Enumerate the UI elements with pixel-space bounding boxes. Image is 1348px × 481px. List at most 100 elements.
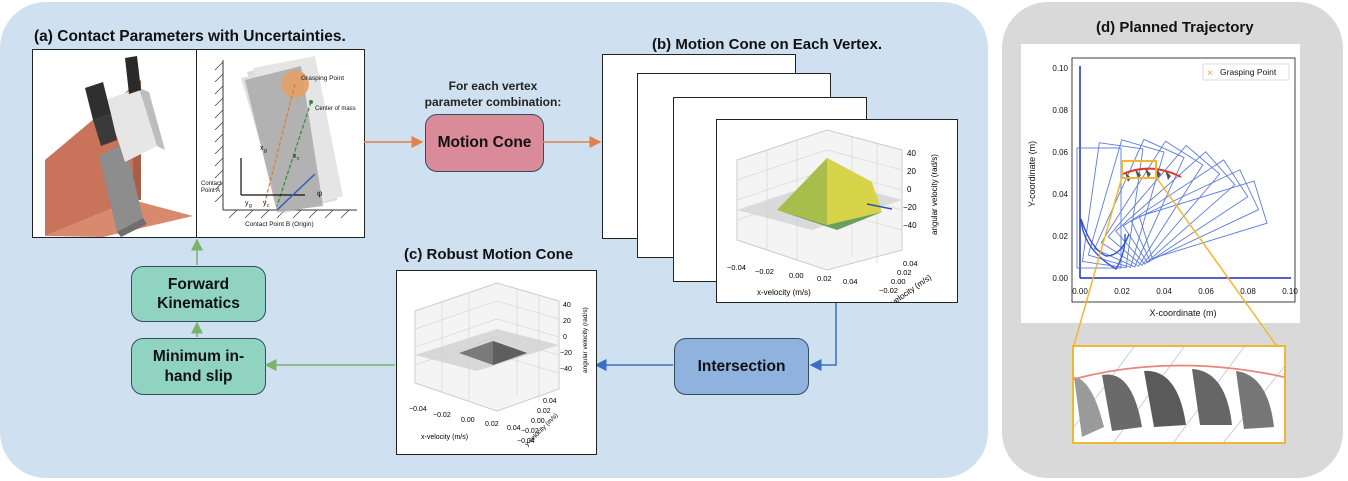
trajectory-legend — [1202, 63, 1290, 81]
svg-text:0.10: 0.10 — [1052, 64, 1068, 73]
svg-text:−0.04: −0.04 — [727, 263, 746, 272]
panel-b-title: (b) Motion Cone on Each Vertex. — [652, 36, 883, 53]
vertex-note: For each vertex parameter combination: — [418, 78, 568, 110]
svg-text:−0.04: −0.04 — [409, 406, 427, 413]
svg-text:x: x — [293, 153, 297, 160]
svg-text:0.02: 0.02 — [1052, 232, 1068, 241]
robust-cone-3d: 40 20 0 −20 −40 angular velocity (rad/s)… — [409, 282, 589, 448]
forward-kinematics-box: Forward Kinematics — [131, 266, 266, 322]
svg-text:−0.02: −0.02 — [433, 412, 451, 419]
object-outline — [1081, 142, 1144, 269]
gripper-3d-render — [45, 56, 193, 237]
object-outline — [1122, 159, 1249, 264]
panel-c-title: (c) Robust Motion Cone — [404, 246, 574, 263]
svg-text:y: y — [245, 200, 249, 207]
object-outline — [1138, 180, 1268, 259]
svg-text:0.02: 0.02 — [485, 421, 499, 428]
svg-text:−20: −20 — [903, 203, 917, 212]
svg-text:0.04: 0.04 — [903, 259, 918, 268]
svg-text:c: c — [267, 203, 270, 209]
object-outline — [1107, 144, 1221, 266]
zoomed-trajectory-detail — [1074, 347, 1284, 442]
robust-cone-plot: 40 20 0 −20 −40 angular velocity (rad/s)… — [396, 270, 597, 455]
panel-d-title: (d) Planned Trajectory — [1096, 19, 1254, 36]
zoomed-trajectory-view — [1072, 345, 1286, 444]
forward-kinematics-label-1: Forward — [167, 275, 230, 293]
grasping-point-label: Grasping Point — [301, 75, 344, 82]
svg-text:0.02: 0.02 — [817, 274, 832, 283]
forward-kinematics-label-2: Kinematics — [157, 295, 240, 312]
svg-text:20: 20 — [563, 318, 571, 325]
panel-a-title: (a) Contact Parameters with Uncertaintie… — [34, 28, 346, 45]
svg-text:0.00: 0.00 — [891, 277, 906, 286]
svg-text:0.02: 0.02 — [1114, 287, 1130, 296]
svg-text:y: y — [263, 200, 267, 207]
svg-text:φ: φ — [317, 189, 322, 198]
vertex-cone-zlabel: angular velocity (rad/s) — [930, 154, 939, 235]
svg-text:g: g — [249, 203, 252, 209]
arrow-to-intersection — [809, 302, 837, 371]
contact-schematic: Grasping Point Center of mass Contact Po… — [201, 56, 357, 228]
vertex-note-line-1: For each vertex — [448, 79, 538, 93]
vertex-note-line-2: parameter combination: — [424, 95, 562, 110]
vertex-cone-3d: 40 20 0 −20 −40 angular velocity (rad/s)… — [727, 129, 939, 302]
object-outline — [1130, 169, 1260, 262]
svg-text:−0.02: −0.02 — [755, 267, 774, 276]
svg-text:0.08: 0.08 — [1052, 106, 1068, 115]
trajectory-plot: × Grasping Point 0.10 0.08 0.06 0.04 0.0… — [1021, 44, 1300, 323]
svg-text:x: x — [260, 145, 264, 152]
svg-text:0.02: 0.02 — [897, 268, 912, 277]
svg-text:0: 0 — [907, 185, 912, 194]
svg-text:0: 0 — [563, 334, 567, 341]
trajectory-xlabel: X-coordinate (m) — [1149, 308, 1216, 318]
svg-text:g: g — [264, 148, 267, 154]
svg-text:0.04: 0.04 — [507, 425, 521, 432]
svg-text:0.00: 0.00 — [1072, 287, 1088, 296]
minimum-slip-label-1: Minimum in- — [152, 348, 245, 366]
svg-text:c: c — [297, 156, 300, 162]
svg-text:−40: −40 — [903, 221, 917, 230]
svg-text:20: 20 — [907, 167, 916, 176]
zoom-highlight-box — [1121, 160, 1157, 179]
svg-text:0.04: 0.04 — [1156, 287, 1172, 296]
motion-cone-box: Motion Cone — [425, 114, 544, 172]
figure-divider — [196, 50, 197, 237]
svg-text:0.00: 0.00 — [789, 271, 804, 280]
svg-text:Point A: Point A — [201, 188, 220, 194]
zoom-connectors — [1073, 176, 1277, 346]
svg-text:0.06: 0.06 — [1052, 148, 1068, 157]
svg-text:0.00: 0.00 — [461, 417, 475, 424]
svg-text:×: × — [1207, 68, 1213, 79]
svg-text:0.00: 0.00 — [531, 418, 545, 425]
minimum-slip-box: Minimum in- hand slip — [131, 338, 266, 395]
svg-text:−0.02: −0.02 — [879, 286, 898, 295]
svg-text:0.04: 0.04 — [843, 277, 858, 286]
vertex-cone-xlabel: x-velocity (m/s) — [757, 288, 811, 297]
contact-parameters-figure: Grasping Point Center of mass Contact Po… — [32, 49, 365, 238]
minimum-slip-label-2: hand slip — [164, 367, 233, 385]
center-of-mass-label: Center of mass — [315, 106, 356, 112]
svg-text:−0.02: −0.02 — [521, 428, 539, 435]
robust-cone-zlabel: angular velocity (rad/s) — [582, 307, 589, 373]
svg-text:−40: −40 — [560, 366, 572, 373]
svg-text:40: 40 — [907, 149, 916, 158]
object-outline — [1100, 140, 1204, 267]
svg-text:0.08: 0.08 — [1240, 287, 1256, 296]
contact-point-b-label: Contact Point B (Origin) — [245, 221, 314, 228]
svg-text:0.10: 0.10 — [1282, 287, 1298, 296]
svg-text:40: 40 — [563, 302, 571, 309]
object-outline — [1093, 138, 1185, 268]
intersection-box: Intersection — [674, 338, 809, 395]
svg-text:0.04: 0.04 — [1052, 190, 1068, 199]
robust-cone-xlabel: x-velocity (m/s) — [421, 434, 468, 441]
svg-text:0.00: 0.00 — [1052, 274, 1068, 283]
svg-text:−20: −20 — [560, 350, 572, 357]
flow-arrows — [191, 136, 837, 371]
contact-point-a-label: Contact — [201, 181, 222, 187]
vertex-cone-plot-main: 40 20 0 −20 −40 angular velocity (rad/s)… — [716, 119, 958, 303]
trajectory-ylabel: Y-coordinate (m) — [1027, 141, 1037, 207]
svg-text:0.02: 0.02 — [537, 408, 551, 415]
legend-label: Grasping Point — [1220, 67, 1277, 77]
svg-text:0.04: 0.04 — [543, 398, 557, 405]
grasping-point-path — [1122, 167, 1182, 178]
